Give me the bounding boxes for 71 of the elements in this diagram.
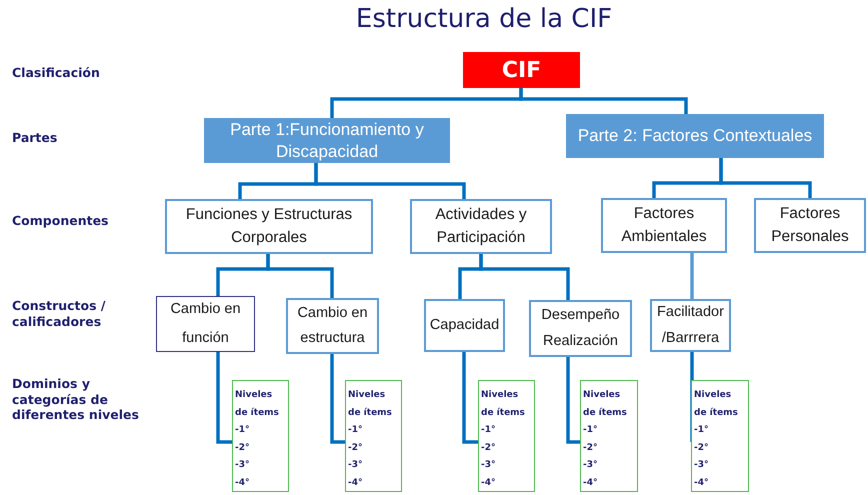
level-item: -4°: [481, 476, 496, 490]
row-label: Dominios y categorías de diferentes niveles: [12, 376, 140, 423]
connector-line: [690, 253, 694, 299]
level-item: -3°: [235, 459, 250, 472]
component-box: [410, 199, 552, 254]
connector-line: [314, 163, 466, 199]
level-item: -1°: [235, 424, 250, 438]
box-label: CIF: [502, 58, 542, 82]
connector-line: [479, 254, 570, 300]
row-label: Clasificación: [12, 65, 101, 81]
level-item: -3°: [481, 459, 496, 472]
level-item: -1°: [481, 424, 496, 438]
connector-line: [690, 352, 694, 444]
box-label: Capacidad: [430, 316, 500, 335]
row-label: Componentes: [12, 213, 110, 229]
level-item: -2°: [235, 442, 250, 455]
box-label: Funciones y Estructuras Corporales: [184, 205, 354, 248]
row-label: Partes: [12, 130, 58, 146]
levels-box: [345, 380, 402, 492]
levels-heading: Niveles de ítems: [583, 389, 628, 420]
box-label: Cambio en estructura: [296, 304, 369, 348]
box-label: Factores Ambientales: [620, 204, 708, 246]
connector-line: [519, 88, 688, 114]
construct-box: [286, 298, 379, 354]
connector-line: [330, 354, 345, 444]
level-item: -4°: [348, 476, 362, 490]
box-label: Actividades y Participación: [434, 205, 528, 248]
levels-heading: Niveles de ítems: [348, 389, 393, 420]
levels-heading: Niveles de ítems: [694, 389, 739, 420]
connector-line: [719, 158, 812, 198]
component-box: [601, 198, 727, 253]
level-item: -3°: [583, 459, 598, 472]
levels-box: [478, 380, 535, 492]
box-label: Desempeño Realización: [540, 306, 621, 350]
level-item: -1°: [348, 424, 362, 438]
levels-box: [691, 380, 749, 492]
level-item: -2°: [348, 442, 362, 455]
box-label: Parte 1:Funcionamiento y Discapacidad: [229, 119, 425, 162]
level-item: -1°: [694, 424, 708, 438]
component-box: [165, 199, 373, 254]
level-item: -1°: [583, 424, 598, 438]
diagram-title: Estructura de la CIF: [354, 4, 614, 34]
levels-heading: Niveles de ítems: [481, 389, 526, 420]
level-item: -3°: [694, 459, 708, 472]
level-item: -4°: [583, 476, 598, 490]
component-box: [754, 198, 866, 253]
construct-box: [156, 296, 255, 352]
level-item: -3°: [348, 459, 362, 472]
levels-box: [232, 380, 289, 492]
level-item: -2°: [694, 442, 708, 455]
connector-line: [266, 254, 334, 298]
levels-box: [580, 380, 638, 492]
classification-box: [463, 52, 580, 88]
part-box: [566, 114, 824, 158]
levels-heading: Niveles de ítems: [235, 389, 280, 420]
connector-line: [462, 352, 478, 444]
level-item: -4°: [235, 476, 250, 490]
connector-line: [216, 352, 232, 444]
level-item: -4°: [694, 476, 708, 490]
box-label: Parte 2: Factores Contextuales: [578, 125, 812, 147]
level-item: -2°: [583, 442, 598, 455]
construct-box: [650, 299, 731, 352]
row-label: Constructos / calificadores: [12, 298, 106, 330]
level-item: -2°: [481, 442, 496, 455]
construct-box: [529, 300, 632, 357]
part-box: [204, 118, 450, 163]
box-label: Cambio en función: [169, 300, 242, 348]
connector-line: [566, 357, 580, 444]
box-label: Factores Personales: [770, 204, 850, 246]
construct-box: [424, 299, 505, 352]
box-label: Facilitador /Barrrera: [656, 303, 725, 348]
